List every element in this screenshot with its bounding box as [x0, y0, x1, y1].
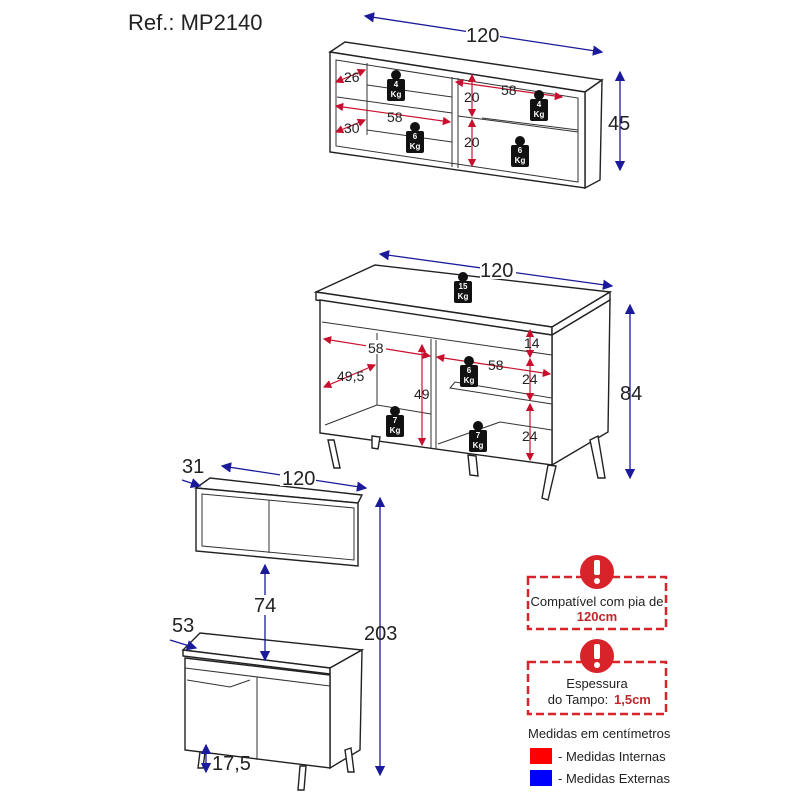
wall-shelf-height-2: 20 — [464, 134, 480, 150]
overview-gap: 74 — [254, 595, 276, 617]
wall-depth-top: 26 — [344, 69, 360, 85]
svg-text:Kg: Kg — [391, 90, 402, 99]
overview-total-height: 203 — [364, 623, 397, 645]
legend-swatch-internal — [530, 748, 552, 764]
overview-wall-depth: 31 — [182, 456, 204, 478]
svg-text:15: 15 — [459, 282, 468, 291]
base-right-height-2: 24 — [522, 371, 538, 387]
svg-text:1,5cm: 1,5cm — [614, 692, 651, 707]
weight-icon: 4Kg — [387, 70, 405, 101]
svg-text:Espessura: Espessura — [566, 676, 628, 691]
wall-width-label: 120 — [466, 25, 499, 47]
svg-text:Kg: Kg — [458, 292, 469, 301]
base-right-width: 58 — [488, 357, 504, 373]
weight-icon: 4Kg — [530, 90, 548, 121]
svg-text:Kg: Kg — [390, 426, 401, 435]
overview-base-depth: 53 — [172, 615, 194, 637]
base-left-depth: 49,5 — [337, 368, 364, 384]
svg-text:6: 6 — [467, 366, 472, 375]
overview-wall-width: 120 — [282, 468, 315, 490]
weight-icon: 6Kg — [511, 136, 529, 167]
base-height-label: 84 — [620, 383, 642, 405]
wall-left-width: 58 — [387, 109, 403, 125]
overview-drawing — [181, 477, 365, 791]
wall-shelf-height-1: 20 — [464, 89, 480, 105]
base-left-height: 49 — [414, 386, 430, 402]
svg-text:Kg: Kg — [410, 142, 421, 151]
svg-text:6: 6 — [413, 132, 418, 141]
overview-leg-height: 17,5 — [212, 753, 251, 775]
legend-swatch-external — [530, 770, 552, 786]
base-left-width: 58 — [368, 340, 384, 356]
svg-text:4: 4 — [394, 80, 399, 89]
weight-icon: 7Kg — [386, 406, 404, 437]
svg-text:Kg: Kg — [534, 110, 545, 119]
svg-text:7: 7 — [393, 416, 398, 425]
wall-unit-drawing — [328, 41, 604, 190]
wall-right-width: 58 — [501, 82, 517, 98]
legend-title: Medidas em centímetros — [528, 726, 671, 741]
base-right-height-1: 14 — [524, 335, 540, 351]
base-right-height-3: 24 — [522, 428, 538, 444]
reference-code: Ref.: MP2140 — [128, 10, 263, 35]
legend: Medidas em centímetros - Medidas Interna… — [528, 726, 671, 786]
wall-depth-bottom: 30 — [344, 120, 360, 136]
svg-text:Kg: Kg — [464, 376, 475, 385]
svg-text:4: 4 — [537, 100, 542, 109]
svg-text:do Tampo:: do Tampo: — [548, 692, 608, 707]
weight-icon: 6Kg — [406, 122, 424, 153]
svg-text:Compatível com pia de: Compatível com pia de — [531, 594, 664, 609]
svg-text:6: 6 — [518, 146, 523, 155]
weight-icon: 6Kg — [460, 356, 478, 387]
svg-text:120cm: 120cm — [577, 609, 617, 624]
svg-text:Kg: Kg — [473, 441, 484, 450]
notice-countertop-thickness: Espessura do Tampo: 1,5cm — [526, 639, 668, 716]
base-width-label: 120 — [480, 260, 513, 282]
notice-sink-compatibility: Compatível com pia de 120cm — [526, 555, 668, 631]
legend-internal: - Medidas Internas — [558, 749, 666, 764]
wall-height-label: 45 — [608, 113, 630, 135]
legend-external: - Medidas Externas — [558, 771, 670, 786]
svg-text:7: 7 — [476, 431, 481, 440]
weight-icon: 7Kg — [469, 421, 487, 452]
svg-text:Kg: Kg — [515, 156, 526, 165]
